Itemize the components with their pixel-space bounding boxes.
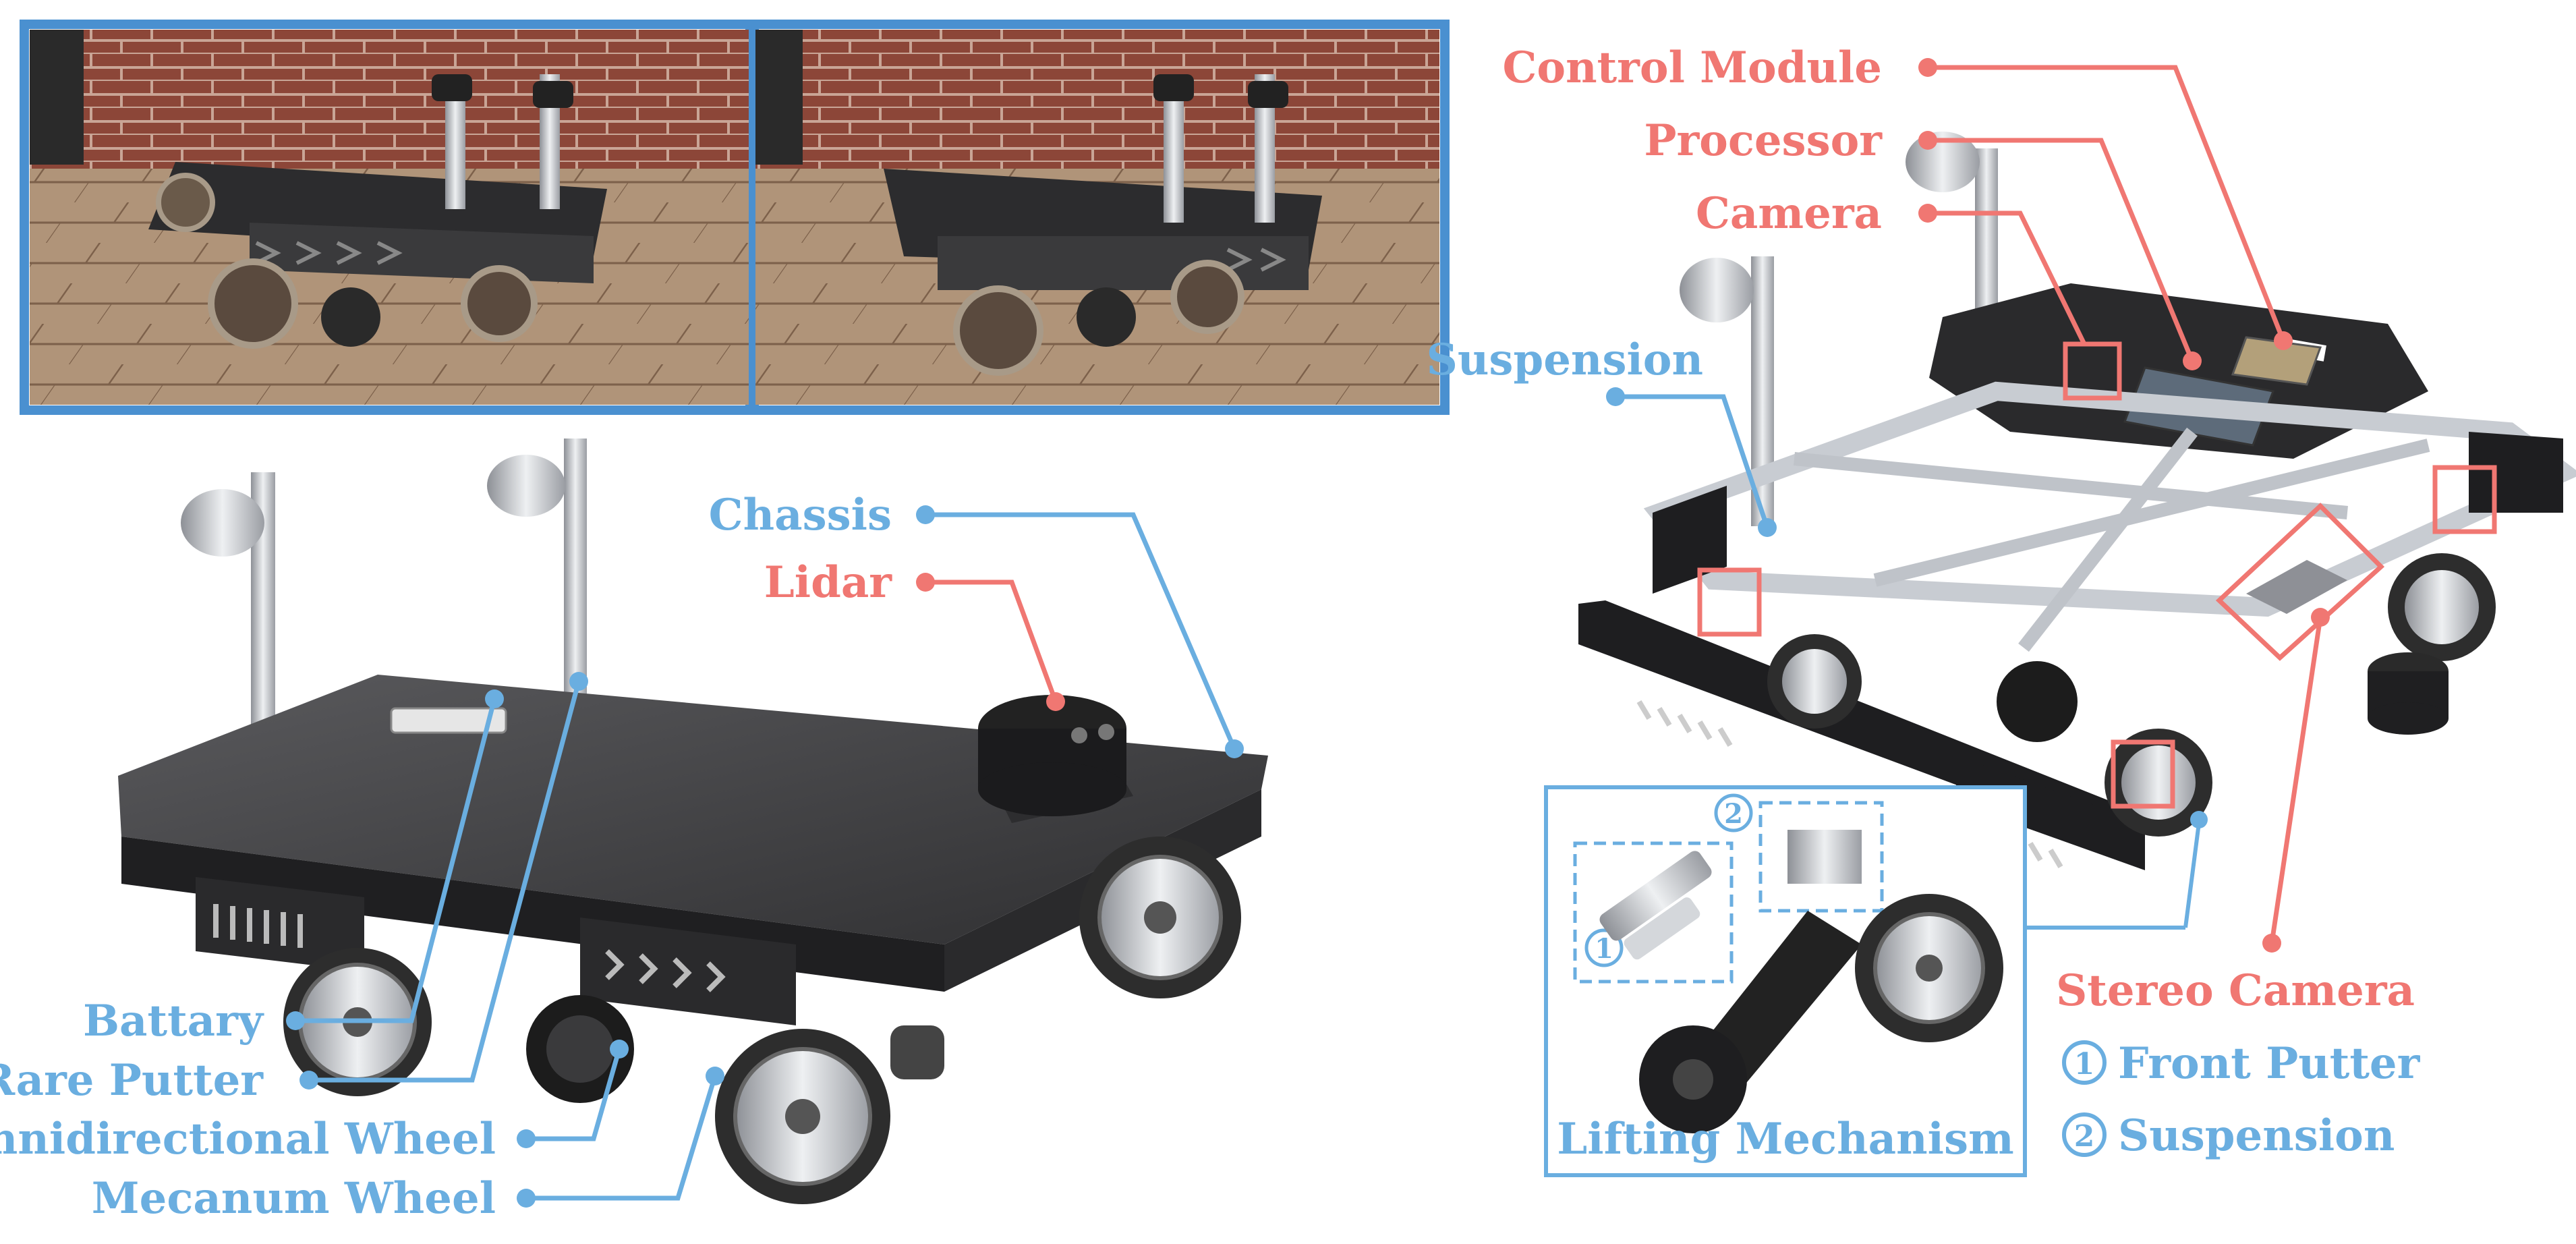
robot-exploded-render (1578, 132, 2576, 870)
control-module-board (2231, 336, 2322, 386)
label-suspension: Suspension (1427, 335, 1703, 385)
camera-highlight-box (2063, 341, 2122, 401)
photo-panel (20, 20, 1450, 415)
inset-marker-1-label: 1 (1595, 933, 1613, 965)
lifting-mechanism-title: Lifting Mechanism (1557, 1114, 2013, 1164)
label-lidar: Lidar (764, 557, 893, 608)
left-callouts: Chassis Lidar Battary Rare Putter Omnidi… (0, 490, 1244, 1224)
label-suspension-legend: Suspension (2118, 1110, 2395, 1161)
exploded-lidar (2368, 652, 2449, 735)
camera-highlight-box-3 (2432, 465, 2497, 534)
camera-highlight-box-2 (1697, 567, 1762, 637)
label-front-putter: Front Putter (2118, 1038, 2421, 1089)
right-callouts: Control Module Processor Camera Suspensi… (1427, 43, 2421, 1161)
lidar-unit (978, 695, 1133, 823)
robot-assembled-render (118, 439, 1268, 1204)
stereo-camera-unit (2246, 560, 2347, 614)
label-processor: Processor (1644, 115, 1883, 166)
stereo-camera-highlight-box (2215, 503, 2385, 661)
omnidirectional-wheel-rear (526, 995, 634, 1103)
label-stereo-camera: Stereo Camera (2056, 965, 2415, 1016)
lifting-mechanism-inset: 1 2 Lifting Mechanism (1544, 785, 2208, 1177)
label-chassis: Chassis (709, 490, 892, 540)
battery-pack (390, 707, 507, 734)
inset-marker-2 (1714, 793, 1753, 832)
front-putter-box (1573, 841, 1734, 984)
label-battery: Battary (83, 996, 264, 1046)
outdoor-photo-right (755, 30, 1439, 405)
label-mecanum-wheel: Mecanum Wheel (92, 1173, 496, 1224)
suspension-box (1758, 801, 1884, 913)
photo-right-frame (745, 20, 1450, 415)
inset-marker-2-label: 2 (1724, 798, 1743, 830)
label-omnidirectional-wheel: Omnidirectional Wheel (0, 1114, 496, 1164)
pole-right (564, 439, 587, 708)
mecanum-wheel-rear-right (1079, 837, 1241, 998)
camera-highlight-box-4 (2111, 739, 2175, 809)
legend-marker-2 (2062, 1112, 2107, 1157)
outdoor-photo-left (30, 30, 749, 405)
legend-marker-2-label: 2 (2074, 1119, 2095, 1154)
label-camera: Camera (1696, 188, 1882, 239)
label-control-module: Control Module (1502, 43, 1882, 93)
mecanum-wheel-front-right (715, 1029, 890, 1204)
legend-marker-1-label: 1 (2074, 1047, 2095, 1081)
legend-marker-1 (2062, 1040, 2107, 1085)
label-rare-putter: Rare Putter (0, 1055, 264, 1106)
